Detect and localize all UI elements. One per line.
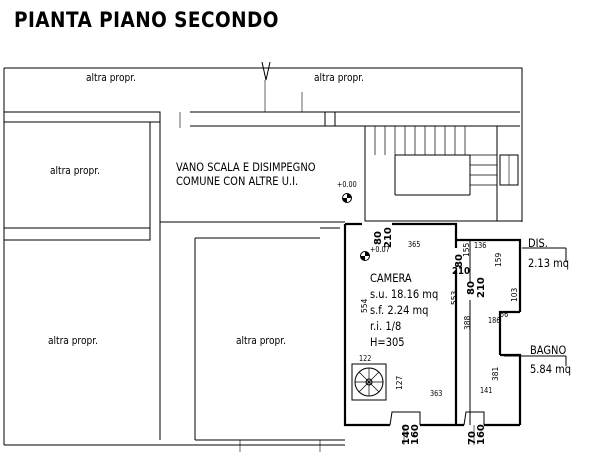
label-level-007: +0.07 xyxy=(370,245,390,254)
door3-height: 210 xyxy=(476,277,487,298)
dim-381: 381 xyxy=(491,366,500,381)
camera-su: s.u. 18.16 mq xyxy=(370,287,439,301)
bagno-area: 5.84 mq xyxy=(530,362,572,376)
camera-ri: r.i. 1/8 xyxy=(370,319,402,333)
level-marker-icon xyxy=(342,193,352,203)
dim-186: 186 xyxy=(488,316,501,325)
stair-block xyxy=(364,125,498,222)
label-altra-mid-left: altra propr. xyxy=(50,165,100,177)
camera-wall xyxy=(343,224,390,427)
door2-height: 210 xyxy=(452,266,470,277)
room-name-dis: DIS. xyxy=(528,236,548,250)
dim-365: 365 xyxy=(408,240,421,249)
window2-height: 160 xyxy=(476,424,487,445)
level-marker-icon xyxy=(360,251,370,261)
camera-sf: s.f. 2.24 mq xyxy=(370,303,429,317)
dim-103: 103 xyxy=(510,287,519,302)
dim-554: 554 xyxy=(360,298,369,313)
label-altra-top-right: altra propr. xyxy=(314,72,364,84)
dim-56: 56 xyxy=(500,310,509,319)
dim-127: 127 xyxy=(395,375,404,390)
room-name-bagno: BAGNO xyxy=(530,343,567,357)
dim-363: 363 xyxy=(430,389,443,398)
window1-height: 160 xyxy=(410,424,421,445)
camera-h: H=305 xyxy=(370,335,405,349)
dim-159: 159 xyxy=(494,252,503,267)
dim-388: 388 xyxy=(463,315,472,330)
dim-141: 141 xyxy=(480,386,493,395)
dim-122: 122 xyxy=(359,354,372,363)
label-level-000: +0.00 xyxy=(337,180,357,189)
wall-top-left xyxy=(4,111,161,123)
label-altra-bottom-mid: altra propr. xyxy=(236,335,286,347)
page-title: PIANTA PIANO SECONDO xyxy=(14,8,279,32)
label-vano-scala: VANO SCALA E DISIMPEGNO xyxy=(176,160,316,174)
label-comune: COMUNE CON ALTRE U.I. xyxy=(176,174,299,188)
spiral-stair xyxy=(351,363,387,401)
room-name-camera: CAMERA xyxy=(370,271,412,285)
dis-area: 2.13 mq xyxy=(528,256,570,270)
dim-136: 136 xyxy=(474,241,487,250)
door1-height: 210 xyxy=(383,227,394,248)
label-altra-bottom-left: altra propr. xyxy=(48,335,98,347)
outer-wall xyxy=(4,67,523,128)
label-altra-top-left: altra propr. xyxy=(86,72,136,84)
dim-553: 553 xyxy=(450,290,459,305)
